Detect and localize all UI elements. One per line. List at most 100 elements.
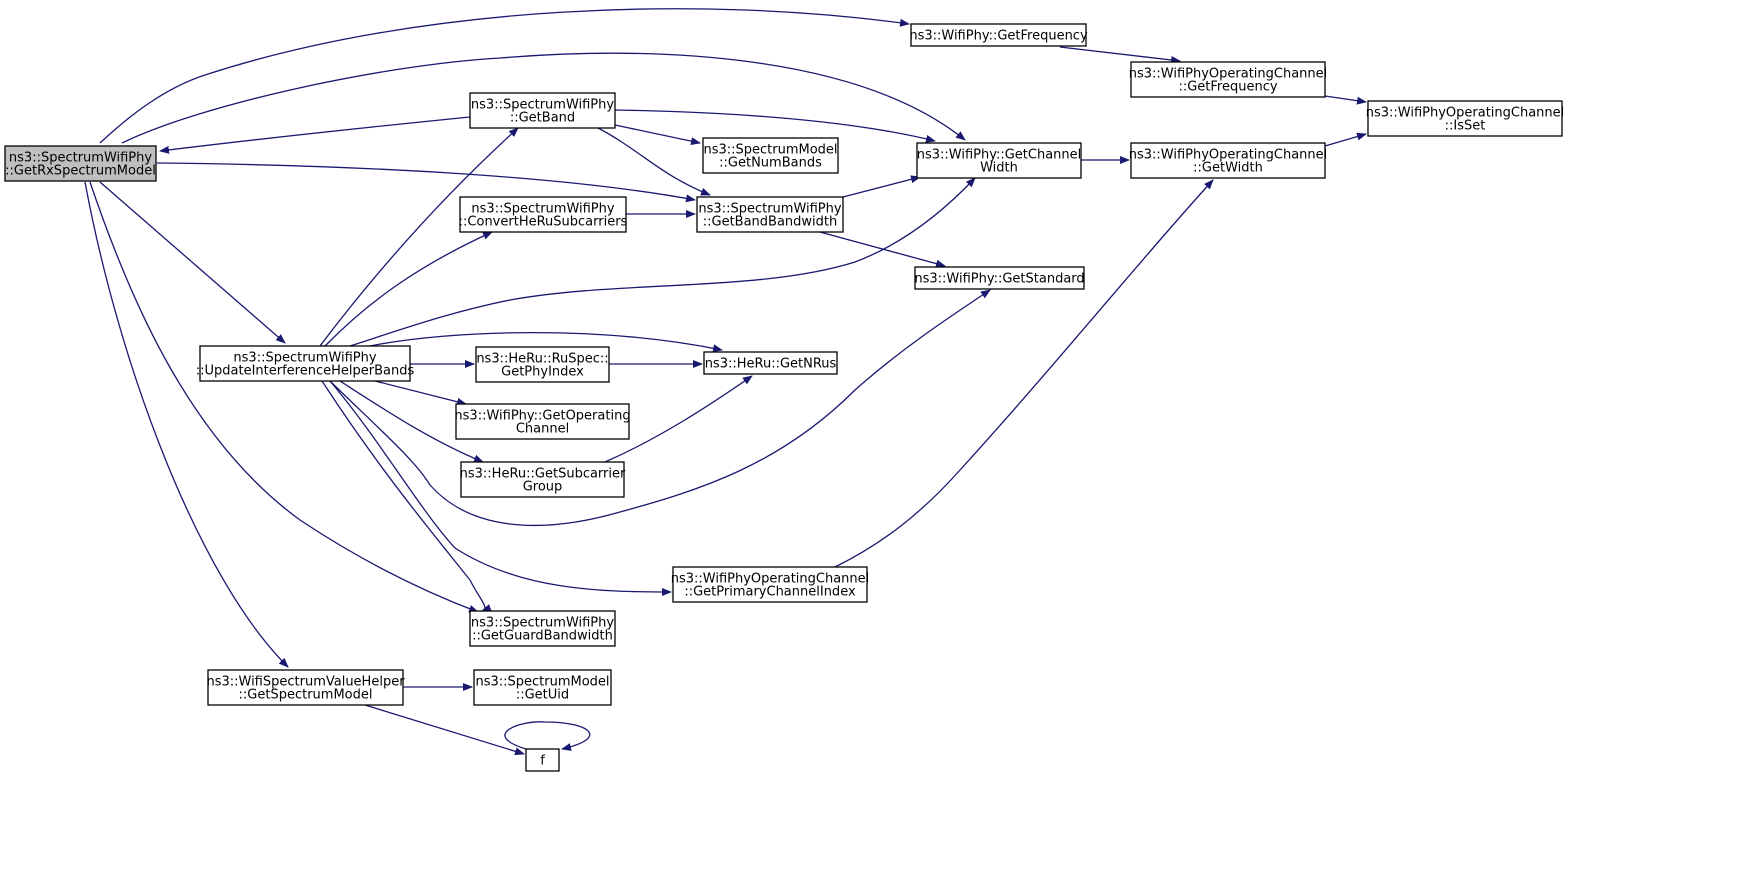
edge-root-to-getbandbandwidth [156, 162, 696, 203]
node-box[interactable] [696, 196, 844, 233]
node-label-line: ::GetPrimaryChannelIndex [684, 585, 856, 600]
node-label-line: ns3::WifiSpectrumValueHelper [206, 675, 405, 690]
node-box[interactable] [199, 345, 411, 382]
node-label-line: ns3::WifiPhy::GetFrequency [909, 29, 1088, 44]
node-label-line: ns3::HeRu::GetNRus [705, 357, 837, 372]
node-label-line: ns3::SpectrumWifiPhy [233, 351, 376, 366]
node-label-line: ns3::SpectrumWifiPhy [698, 202, 841, 217]
node-opch-getfrequency[interactable]: ns3::WifiPhyOperatingChannel::GetFrequen… [1129, 61, 1328, 98]
node-box[interactable] [702, 137, 839, 174]
edge-root-to-getfrequency [99, 8, 910, 144]
node-box[interactable] [459, 196, 627, 233]
node-label-line: f [540, 754, 545, 769]
node-updatebands[interactable]: ns3::SpectrumWifiPhy::UpdateInterference… [196, 345, 415, 382]
node-box[interactable] [703, 351, 838, 375]
nodes: ns3::SpectrumWifiPhy::GetRxSpectrumModel… [4, 23, 1565, 772]
node-box[interactable] [1130, 142, 1326, 179]
node-box[interactable] [1367, 100, 1563, 137]
edge-getfrequency-to-opch-getfrequency [1059, 46, 1181, 64]
node-f[interactable]: f [525, 748, 560, 772]
node-label-line: ns3::WifiPhy::GetOperating [454, 409, 630, 424]
node-getnrus[interactable]: ns3::HeRu::GetNRus [703, 351, 838, 375]
edge-updatebands-to-getstandard [329, 289, 991, 527]
node-label-line: ::GetWidth [1193, 161, 1263, 176]
node-getfrequency[interactable]: ns3::WifiPhy::GetFrequency [909, 23, 1088, 47]
node-opch-isset[interactable]: ns3::WifiPhyOperatingChannel::IsSet [1366, 100, 1565, 137]
node-box[interactable] [4, 145, 157, 182]
node-box[interactable] [460, 461, 625, 498]
node-label-line: ::GetRxSpectrumModel [5, 164, 156, 179]
node-box[interactable] [455, 403, 630, 440]
node-label-line: ns3::SpectrumWifiPhy [471, 202, 614, 217]
node-getguardbandwidth[interactable]: ns3::SpectrumWifiPhy::GetGuardBandwidth [469, 610, 616, 647]
node-label-line: ::GetBand [510, 111, 575, 126]
node-label-line: ns3::WifiPhyOperatingChannel [1366, 106, 1565, 121]
node-label-line: ::GetFrequency [1178, 80, 1277, 95]
edge-updatebands-to-getoperatingchannel [374, 380, 467, 406]
node-label-line: ns3::SpectrumWifiPhy [471, 616, 614, 631]
node-getstandard[interactable]: ns3::WifiPhy::GetStandard [914, 266, 1085, 290]
edge-getbandbandwidth-to-getstandard [819, 231, 946, 268]
edges [84, 8, 1367, 756]
node-box[interactable] [672, 566, 868, 603]
node-label-line: ::GetSpectrumModel [239, 688, 373, 703]
edge-root-to-updatebands [99, 181, 286, 344]
node-label-line: ::GetNumBands [719, 156, 822, 171]
node-box[interactable] [916, 142, 1082, 179]
node-getspectrummodel[interactable]: ns3::WifiSpectrumValueHelper::GetSpectru… [206, 669, 405, 706]
node-label-line: ns3::WifiPhyOperatingChannel [1129, 67, 1328, 82]
node-getbandbandwidth[interactable]: ns3::SpectrumWifiPhy::GetBandBandwidth [696, 196, 844, 233]
node-getprimarychannelindex[interactable]: ns3::WifiPhyOperatingChannel::GetPrimary… [671, 566, 870, 603]
node-label-line: ns3::HeRu::RuSpec:: [476, 352, 608, 367]
node-label-line: ns3::SpectrumWifiPhy [9, 151, 152, 166]
node-label-line: ::GetGuardBandwidth [472, 629, 613, 644]
node-opch-getwidth[interactable]: ns3::WifiPhyOperatingChannel::GetWidth [1129, 142, 1328, 179]
node-getband[interactable]: ns3::SpectrumWifiPhy::GetBand [469, 92, 616, 129]
node-getnumbands[interactable]: ns3::SpectrumModel::GetNumBands [702, 137, 839, 174]
edge-root-to-getspectrummodel [84, 181, 289, 668]
node-label-line: Width [980, 161, 1018, 176]
edge-updatebands-to-getprimarychannelindex [329, 380, 672, 596]
node-box[interactable] [207, 669, 404, 706]
edge-updatebands-to-convertheru [324, 231, 493, 347]
node-getphyindex[interactable]: ns3::HeRu::RuSpec::GetPhyIndex [475, 346, 610, 383]
node-box[interactable] [1130, 61, 1326, 98]
node-box[interactable] [475, 346, 610, 383]
edge-opch-getwidth-to-opch-isset [1324, 132, 1367, 147]
node-root[interactable]: ns3::SpectrumWifiPhy::GetRxSpectrumModel [4, 145, 157, 182]
edge-updatebands-to-getnrus [369, 331, 723, 353]
node-box[interactable] [469, 92, 616, 129]
node-box[interactable] [910, 23, 1087, 47]
node-label-line: ::IsSet [1445, 119, 1486, 134]
edge-updatebands-to-getchannelwidth [349, 177, 976, 347]
node-label-line: ns3::WifiPhyOperatingChannel [671, 572, 870, 587]
edge-root-to-getchannelwidth [121, 52, 966, 144]
node-label-line: Channel [516, 422, 569, 437]
edge-opch-getfrequency-to-opch-isset [1324, 95, 1367, 105]
node-label-line: ::UpdateInterferenceHelperBands [196, 364, 415, 379]
edge-getband-to-getchannelwidth [614, 109, 936, 143]
edge-getband-to-root [159, 116, 471, 154]
node-label-line: ns3::WifiPhy::GetStandard [914, 272, 1084, 287]
edge-updatebands-to-getguardbandwidth [321, 380, 492, 612]
node-label-line: GetPhyIndex [501, 365, 584, 380]
edge-getprimarychannelindex-to-opch-getwidth [834, 179, 1214, 568]
node-label-line: ns3::SpectrumModel [475, 675, 609, 690]
node-box[interactable] [525, 748, 560, 772]
node-label-line: Group [523, 480, 563, 495]
node-label-line: ns3::WifiPhy::GetChannel [917, 148, 1082, 163]
node-box[interactable] [914, 266, 1085, 290]
node-label-line: ns3::WifiPhyOperatingChannel [1129, 148, 1328, 163]
node-convertheru[interactable]: ns3::SpectrumWifiPhy::ConvertHeRuSubcarr… [459, 196, 628, 233]
node-label-line: ns3::HeRu::GetSubcarrier [460, 467, 626, 482]
node-label-line: ::GetUid [516, 688, 569, 703]
edge-getspectrummodel-to-f [364, 704, 525, 756]
edge-updatebands-to-getsubcarriergroup [339, 380, 484, 463]
node-box[interactable] [473, 669, 612, 706]
node-box[interactable] [469, 610, 616, 647]
node-getuid[interactable]: ns3::SpectrumModel::GetUid [473, 669, 612, 706]
node-label-line: ::ConvertHeRuSubcarriers [459, 215, 628, 230]
